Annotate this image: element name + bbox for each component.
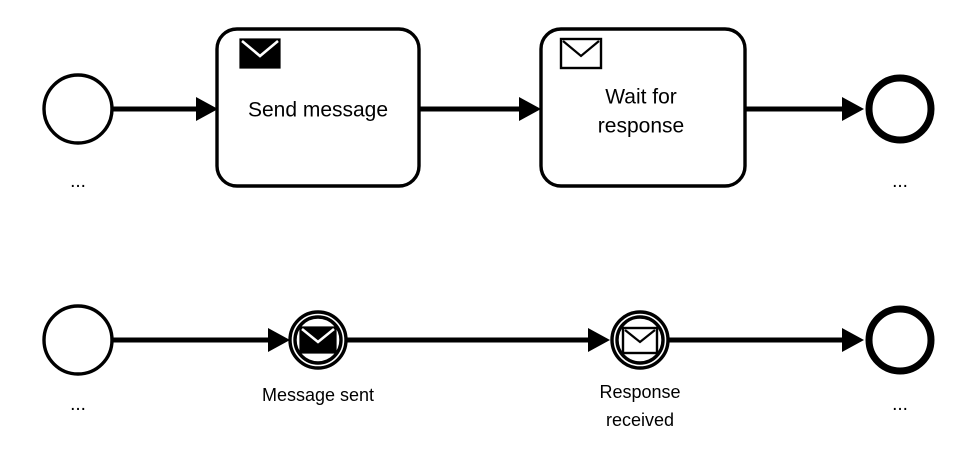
event-label-response-received-line2: received	[606, 410, 674, 430]
envelope-filled-icon	[299, 326, 337, 354]
envelope-flap	[562, 40, 600, 58]
sequence-flow-received-to-end	[668, 328, 864, 352]
end-event-caption-top: ...	[892, 171, 908, 192]
arrow-head-icon	[842, 97, 864, 121]
arrow-head-icon	[588, 328, 610, 352]
event-label-message-sent: Message sent	[262, 385, 374, 405]
start-event-circle-top[interactable]	[42, 73, 114, 145]
start-event-caption-bottom: ...	[70, 394, 86, 415]
sequence-flow-wait-to-end	[746, 97, 864, 121]
end-event-circle-top[interactable]	[865, 74, 935, 144]
envelope-filled-icon	[239, 38, 281, 69]
event-label-response-received-line1: Response	[599, 382, 680, 402]
arrow-head-icon	[268, 328, 290, 352]
arrow-head-icon	[519, 97, 541, 121]
start-event-circle-bottom[interactable]	[42, 304, 114, 376]
task-label-line1: Wait for	[605, 86, 677, 109]
end-event-caption-bottom: ...	[892, 394, 908, 415]
task-label: Send message	[248, 99, 388, 122]
sequence-flow-start-to-send	[112, 97, 218, 121]
event-response-received[interactable]	[610, 310, 670, 370]
event-message-sent[interactable]	[288, 310, 348, 370]
sequence-flow-send-to-wait	[420, 97, 541, 121]
task-wait-for-response[interactable]: Wait for response	[539, 27, 747, 188]
task-label-line2: response	[598, 115, 684, 138]
sequence-flow-sent-to-received	[346, 328, 610, 352]
start-event-caption-top: ...	[70, 171, 86, 192]
envelope-flap	[301, 327, 335, 344]
envelope-flap	[241, 40, 279, 58]
arrow-head-icon	[196, 97, 218, 121]
arrow-head-icon	[842, 328, 864, 352]
sequence-flow-start-to-message-sent	[112, 328, 290, 352]
envelope-outline-icon	[621, 326, 659, 355]
envelope-outline-icon	[559, 37, 603, 70]
task-send-message[interactable]: Send message	[215, 27, 421, 188]
envelope-flap	[624, 329, 656, 344]
end-event-circle-bottom[interactable]	[865, 305, 935, 375]
